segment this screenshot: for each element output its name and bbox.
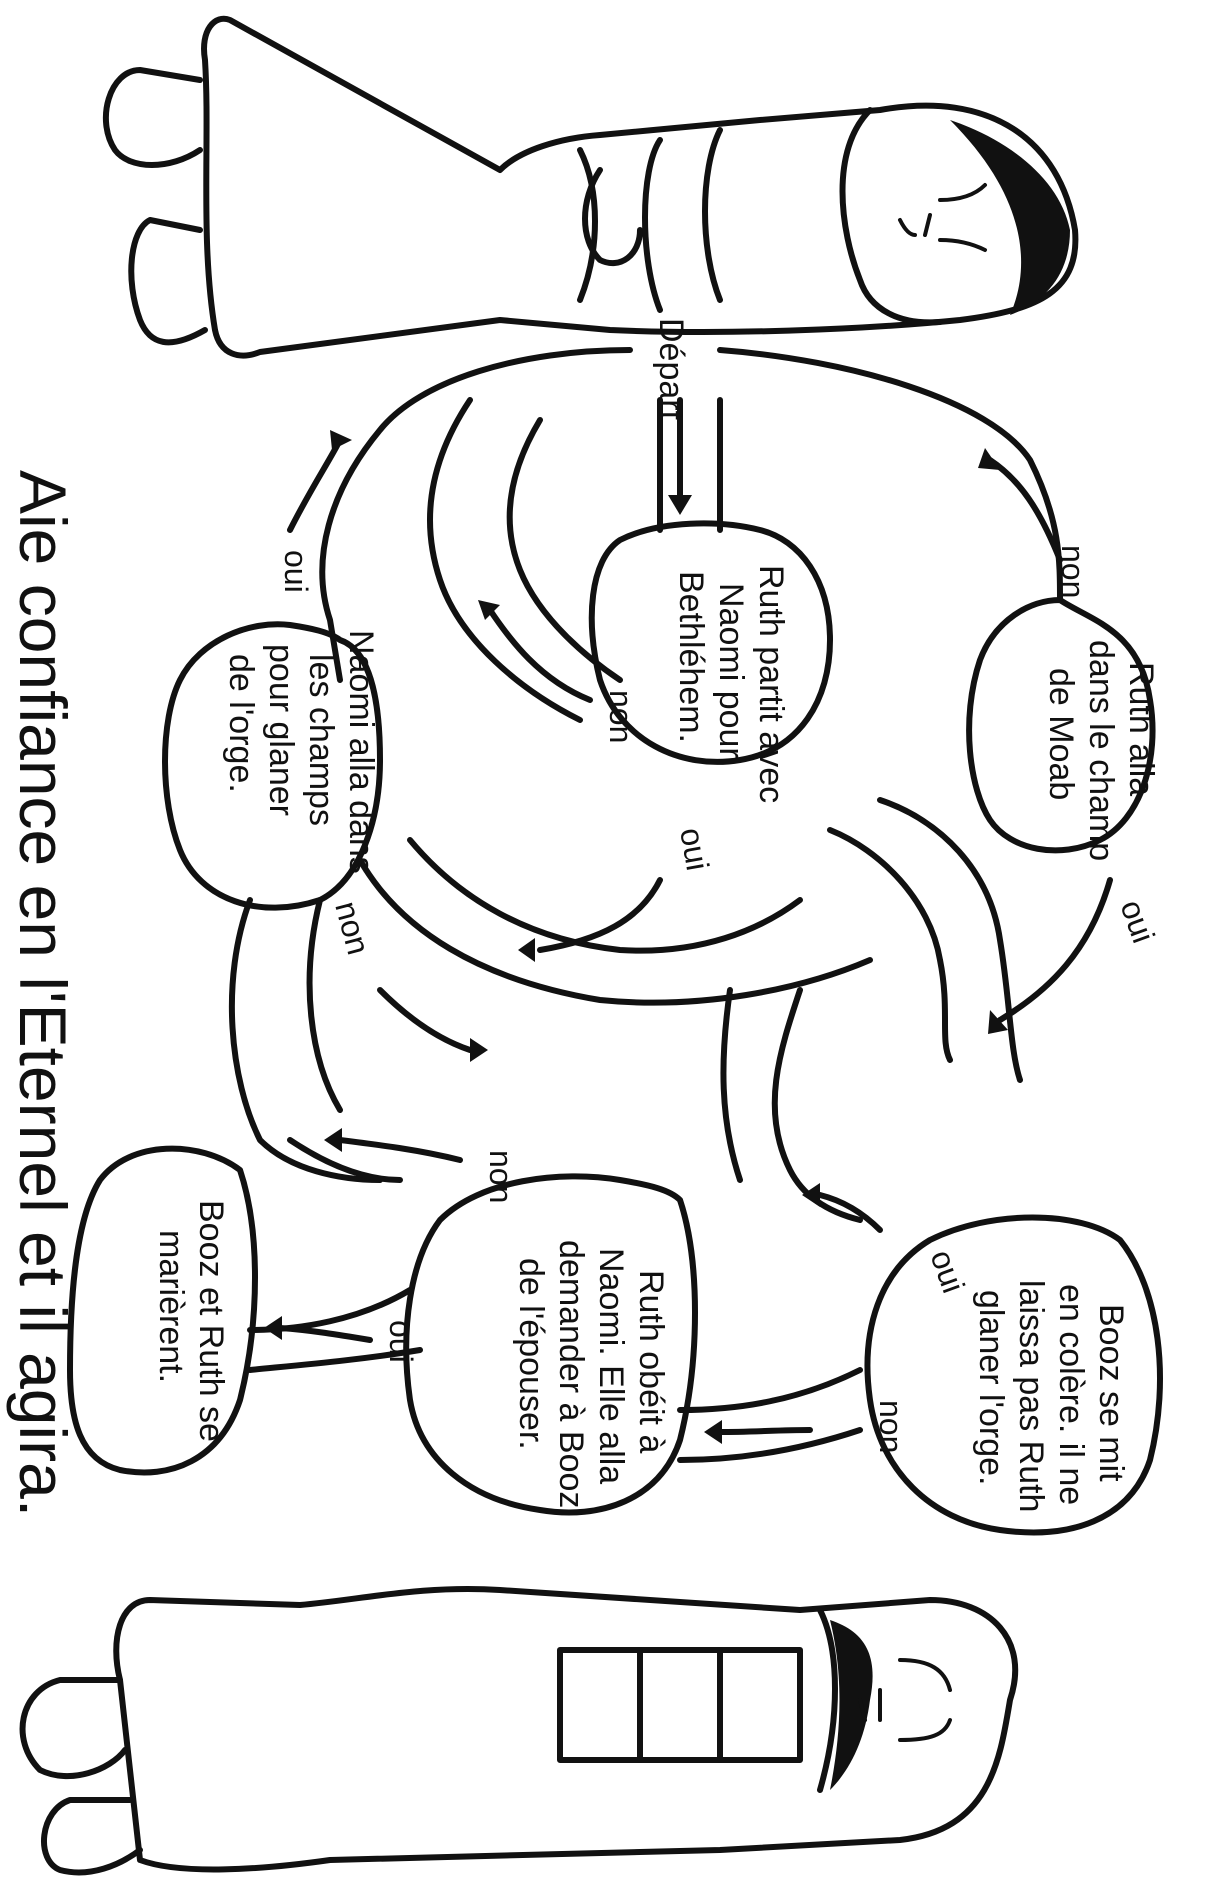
box-booz-angry [864, 1214, 1163, 1536]
arrow-naomi-non [377, 987, 488, 1062]
label-non: non [483, 1150, 519, 1203]
box-married [67, 1145, 258, 1476]
arrow-booz-oui [802, 1183, 883, 1233]
arrow-moab-non [978, 448, 1063, 563]
box-line: pour glaner [262, 644, 300, 816]
label-oui: oui [923, 1245, 971, 1297]
woman-figure [103, 15, 1079, 359]
arrow-moab-oui [988, 877, 1113, 1034]
box-line: Ruth alla [1122, 662, 1160, 796]
box-line: de Moab [1042, 668, 1080, 800]
box-line: Bethléhem. [672, 571, 710, 743]
box-ruth-obeys-text: Ruth obéit à Naomi. Elle alla demander à… [512, 1240, 670, 1508]
man-figure [19, 1585, 1019, 1876]
start-label: Départ [652, 318, 690, 421]
arrow-naomi-oui [287, 430, 352, 533]
box-line: dans le champ [1082, 640, 1120, 861]
box-line: Naomi alla dans [342, 630, 380, 874]
texts: Départ Ruth partit avec Naomi pour Bethl… [6, 318, 1162, 1517]
box-bethlehem-text: Ruth partit avec Naomi pour Bethléhem. [672, 565, 790, 803]
box-line: laissa pas Ruth [1012, 1280, 1050, 1512]
label-oui: oui [673, 825, 716, 873]
box-line: glaner l'orge. [972, 1290, 1010, 1486]
arrow-obeys-non [324, 1128, 463, 1163]
box-moab [966, 597, 1156, 854]
box-naomi-fields-text: Naomi alla dans les champs pour glaner d… [222, 630, 380, 874]
box-line: Naomi pour [712, 583, 750, 759]
label-oui: oui [1113, 895, 1161, 947]
box-line: Booz et Ruth se [192, 1200, 230, 1442]
box-line: Naomi. Elle alla [592, 1248, 630, 1484]
label-non: non [1055, 545, 1091, 598]
label-non: non [328, 897, 377, 958]
box-line: marièrent. [152, 1230, 190, 1383]
label-oui: oui [383, 1320, 419, 1363]
box-bethlehem [588, 520, 833, 765]
arrow-start [668, 397, 692, 515]
box-booz-angry-text: Booz se mit en colère. il ne laissa pas … [972, 1280, 1130, 1512]
motto: Aie confiance en l'Eternel et il agira. [6, 470, 80, 1517]
box-ruth-obeys [403, 1173, 698, 1516]
arrow-beth-oui [518, 877, 663, 962]
box-naomi-fields [162, 621, 383, 911]
label-oui: oui [278, 550, 314, 593]
box-married-text: Booz et Ruth se marièrent. [152, 1200, 230, 1442]
label-non: non [603, 690, 639, 743]
arrow-booz-non [704, 1420, 813, 1444]
box-line: Ruth obéit à [632, 1270, 670, 1453]
label-non: non [873, 1400, 909, 1453]
maze-paths [228, 347, 1063, 1463]
arrow-beth-non [478, 600, 593, 703]
box-line: Booz se mit [1092, 1304, 1130, 1482]
box-line: les champs [302, 654, 340, 826]
box-line: de l'épouser. [512, 1258, 550, 1450]
box-line: demander à Booz [552, 1240, 590, 1508]
arrow-obeys-oui [264, 1316, 373, 1343]
box-line: de l'orge. [222, 654, 260, 793]
box-line: en colère. il ne [1052, 1284, 1090, 1505]
box-moab-text: Ruth alla dans le champ de Moab [1042, 640, 1160, 861]
box-line: Ruth partit avec [752, 565, 790, 803]
